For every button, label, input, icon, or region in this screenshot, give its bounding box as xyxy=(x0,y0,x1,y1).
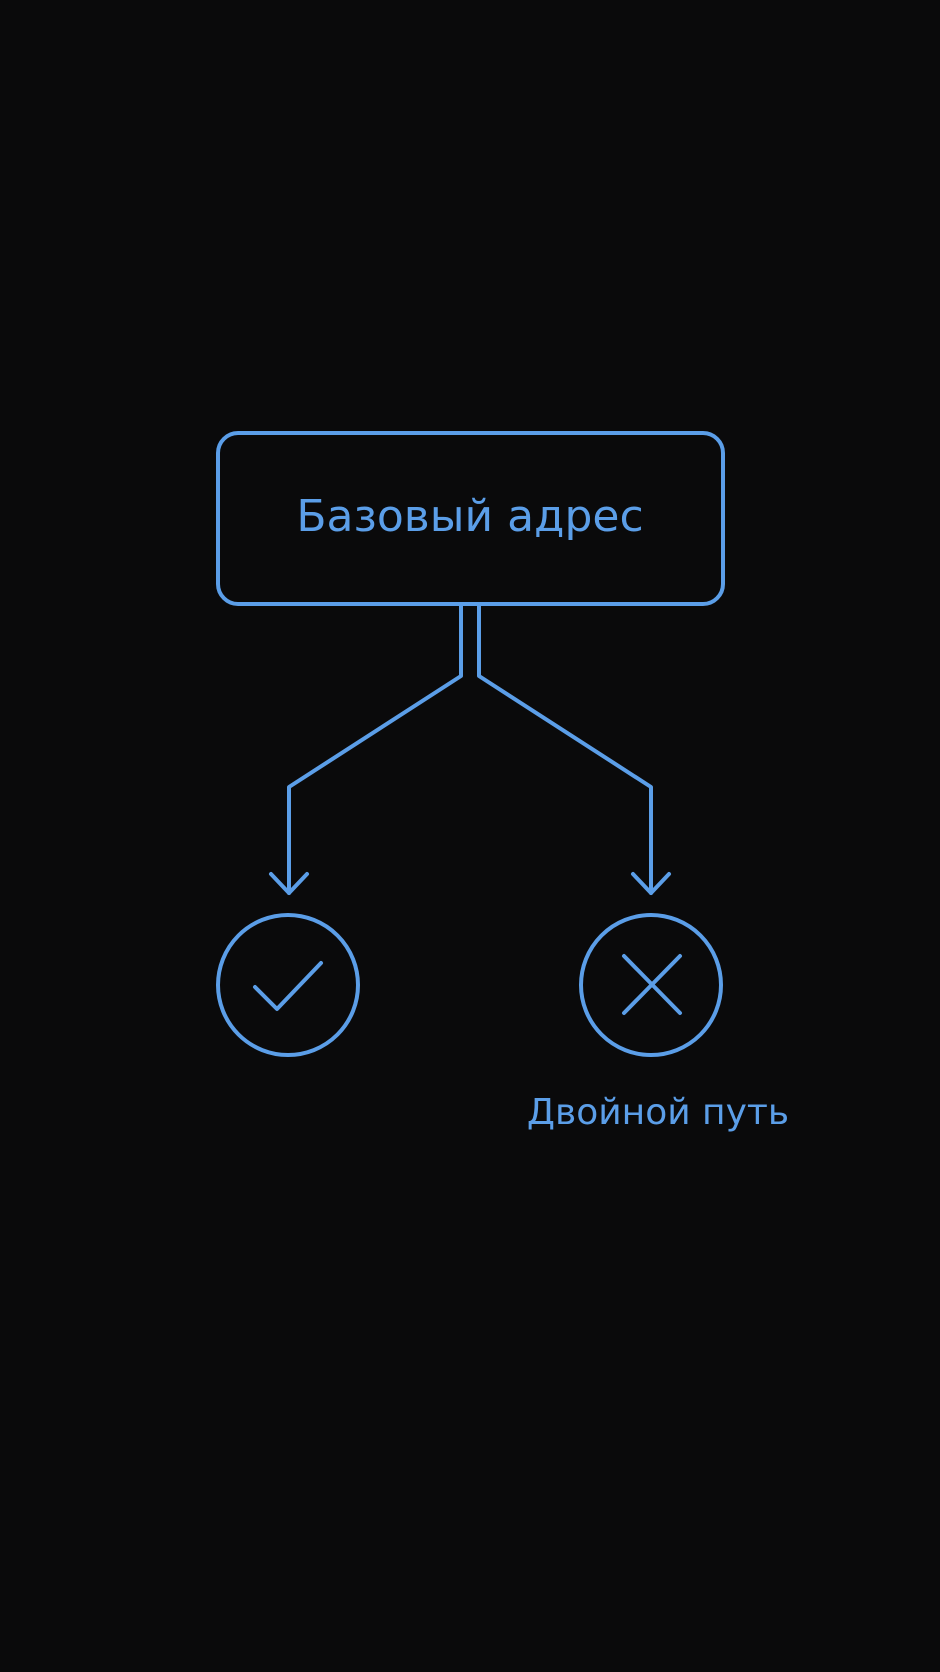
failure-circle xyxy=(579,913,723,1057)
left-branch-line xyxy=(287,602,463,895)
outcome-success xyxy=(216,913,360,1057)
check-icon xyxy=(253,961,323,1011)
cross-icon xyxy=(622,954,682,1015)
root-node-box xyxy=(216,431,725,606)
right-branch-line xyxy=(477,602,653,895)
branch-connector xyxy=(269,602,671,895)
success-circle xyxy=(216,913,360,1057)
failure-label: Двойной путь xyxy=(527,1092,789,1133)
left-arrowhead-icon xyxy=(269,872,309,895)
root-node-label: Базовый адрес xyxy=(296,491,643,542)
root-node: Базовый адрес xyxy=(216,431,725,606)
right-arrowhead-icon xyxy=(631,872,671,895)
outcome-failure: Двойной путь xyxy=(527,913,789,1133)
